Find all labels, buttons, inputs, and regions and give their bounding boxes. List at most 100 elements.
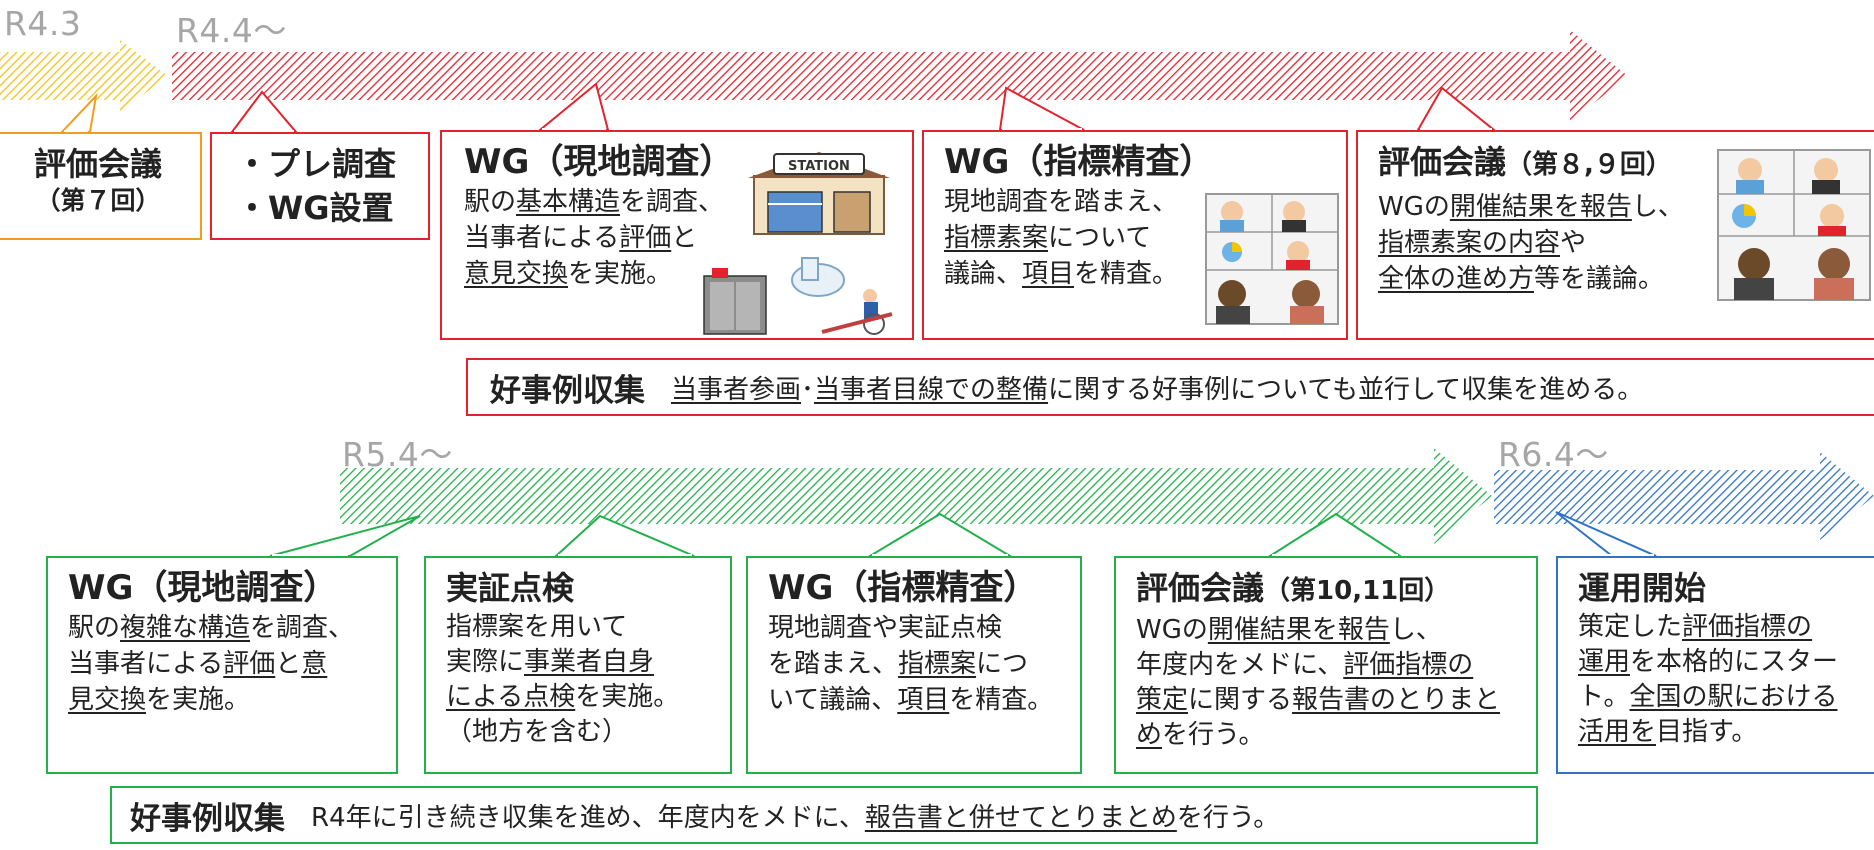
text: し、 bbox=[1631, 192, 1684, 222]
hyouka7-sub: （第７回） bbox=[35, 186, 161, 215]
hyouka7-title: 評価会議 bbox=[33, 145, 162, 183]
text: （地方を含む） bbox=[446, 717, 629, 747]
text-underlined: 意見交換 bbox=[464, 259, 569, 289]
text: を調査、 bbox=[620, 187, 725, 217]
text: を精査。 bbox=[949, 685, 1054, 715]
text: 実際に bbox=[446, 647, 525, 677]
text: につ bbox=[976, 649, 1029, 679]
elevator-toilet-wheelchair-illustration bbox=[703, 257, 893, 335]
box-wg-genchi-r5: WG（現地調査） 駅の複雑な構造を調査、 当事者による評価と意 見交換を実施。 bbox=[46, 556, 398, 774]
text-underlined: 策定 bbox=[1136, 685, 1189, 715]
wg-setup-line: ・WG設置 bbox=[236, 189, 394, 227]
box-hyouka-8-9: 評価会議（第８,９回） WGの開催結果を報告し、 指標素案の内容や 全体の進め方… bbox=[1356, 130, 1874, 340]
text-underlined: 運用 bbox=[1578, 647, 1631, 677]
text: を本格的にスター bbox=[1630, 647, 1839, 677]
station-sign: STATION bbox=[788, 159, 850, 174]
hyouka89-sub: （第８,９回） bbox=[1506, 150, 1672, 180]
text-underlined: 評価指標の bbox=[1682, 612, 1813, 642]
hyouka1011-sub: （第10,11回） bbox=[1264, 576, 1451, 606]
text-underlined: 報告書と併せてとりまとめ bbox=[864, 802, 1177, 833]
text: 現地調査や実証点検 bbox=[768, 613, 1003, 643]
text-underlined: 指標案 bbox=[898, 649, 977, 679]
box-wg-genchi-r4: WG（現地調査） 駅の基本構造を調査、 当事者による評価と 意見交換を実施。 S… bbox=[440, 130, 914, 340]
online-meeting-illustration bbox=[1205, 193, 1339, 325]
text: を行う。 bbox=[1176, 802, 1280, 833]
text: を実施。 bbox=[568, 259, 673, 289]
text-underlined: 全体の進め方 bbox=[1378, 264, 1535, 294]
text-underlined: 当事者目線での整備 bbox=[814, 374, 1049, 405]
text: 現地調査を踏まえ、 bbox=[944, 187, 1179, 217]
text: 駅の bbox=[464, 187, 517, 217]
box-unyou: 運用開始 策定した評価指標の 運用を本格的にスター ト。全国の駅における 活用を… bbox=[1556, 556, 1874, 774]
text-underlined: 当事者参画 bbox=[671, 374, 802, 405]
text-underlined: 基本構造 bbox=[516, 187, 621, 217]
label-r4-3: R4.3 bbox=[4, 4, 82, 43]
text-underlined: 指標素案の内容 bbox=[1378, 228, 1561, 258]
box-wg-shihyou-r4: WG（指標精査） 現地調査を踏まえ、 指標素案について 議論、項目を精査。 bbox=[922, 130, 1348, 340]
text-underlined: 開催結果を報告 bbox=[1449, 192, 1632, 222]
text-underlined: 複雑な構造 bbox=[120, 613, 251, 643]
text-underlined: 事業者自身 bbox=[524, 647, 655, 677]
text: 年度内をメドに、 bbox=[1136, 650, 1344, 680]
text-underlined: 評価指標の bbox=[1343, 650, 1474, 680]
label-r5-4: R5.4～ bbox=[342, 435, 453, 474]
arrow-r5-4 bbox=[340, 448, 1492, 544]
text-underlined: 項目 bbox=[897, 685, 950, 715]
banner-good-practice-r4: 好事例収集 当事者参画･当事者目線での整備に関する好事例についても並行して収集を… bbox=[466, 358, 1874, 416]
text: WGの bbox=[1136, 615, 1208, 645]
box-hyouka-7: 評価会議 （第７回） bbox=[0, 132, 202, 240]
text: に関する bbox=[1188, 685, 1293, 715]
text-underlined: 見交換 bbox=[68, 685, 147, 715]
hyouka1011-title: 評価会議 bbox=[1136, 569, 1265, 607]
text: 等を議論。 bbox=[1534, 264, 1665, 294]
banner1-title: 好事例収集 bbox=[490, 372, 645, 409]
text: を踏まえ、 bbox=[768, 649, 899, 679]
text-underlined: 項目 bbox=[1022, 259, 1075, 289]
text-underlined: 評価 bbox=[619, 223, 672, 253]
text-underlined: 開催結果を報告 bbox=[1207, 615, 1390, 645]
text: 指標案を用いて bbox=[446, 612, 628, 642]
text: と bbox=[671, 223, 698, 253]
text-underlined: 指標素案 bbox=[944, 223, 1049, 253]
text: と bbox=[275, 649, 302, 679]
hyouka89-title: 評価会議 bbox=[1378, 143, 1507, 181]
wg-shihyou-r5-title: WG（指標精査） bbox=[768, 568, 1038, 608]
text: を実施。 bbox=[146, 685, 251, 715]
banner-good-practice-r5: 好事例収集 R4年に引き続き収集を進め、年度内をメドに、報告書と併せてとりまとめ… bbox=[110, 786, 1538, 844]
text: や bbox=[1560, 228, 1587, 258]
pointer-hyouka7 bbox=[59, 92, 98, 133]
arrow-r4-3 bbox=[0, 40, 168, 112]
text: について bbox=[1048, 223, 1152, 253]
arrow-r6-4 bbox=[1494, 452, 1874, 540]
box-pre-survey: ・プレ調査 ・WG設置 bbox=[210, 132, 430, 240]
text: いて議論、 bbox=[768, 685, 898, 715]
text: を調査、 bbox=[250, 613, 355, 643]
box-hyouka-10-11: 評価会議（第10,11回） WGの開催結果を報告し、 年度内をメドに、評価指標の… bbox=[1114, 556, 1538, 774]
text-underlined: 活用を bbox=[1578, 717, 1657, 747]
text: を行う。 bbox=[1162, 720, 1265, 750]
text-underlined: 報告書のとりまと bbox=[1292, 685, 1501, 715]
label-r4-4: R4.4～ bbox=[176, 11, 287, 50]
text: 駅の bbox=[68, 613, 121, 643]
jisshou-title: 実証点検 bbox=[446, 569, 575, 607]
box-wg-shihyou-r5: WG（指標精査） 現地調査や実証点検 を踏まえ、指標案につ いて議論、項目を精査… bbox=[746, 556, 1082, 774]
meeting-screen-illustration bbox=[1717, 149, 1871, 301]
text-underlined: 評価 bbox=[223, 649, 276, 679]
text: 当事者による bbox=[464, 223, 620, 253]
station-illustration: STATION bbox=[748, 152, 890, 235]
label-r6-4: R6.4～ bbox=[1498, 435, 1609, 474]
wg-genchi-r5-title: WG（現地調査） bbox=[68, 568, 338, 608]
text: を実施。 bbox=[575, 682, 680, 712]
wg-shihyou-r4-title: WG（指標精査） bbox=[944, 142, 1214, 182]
text-underlined: 全国の駅における bbox=[1629, 682, 1838, 712]
text: 目指す。 bbox=[1656, 717, 1758, 747]
text: に関する好事例についても並行して収集を進める。 bbox=[1048, 374, 1644, 405]
text: し、 bbox=[1389, 615, 1442, 645]
unyou-title: 運用開始 bbox=[1578, 569, 1707, 607]
text: WGの bbox=[1378, 192, 1450, 222]
text: ･ bbox=[801, 374, 815, 405]
text-underlined: 意 bbox=[301, 649, 328, 679]
text: R4年に引き続き収集を進め、年度内をメドに、 bbox=[311, 802, 865, 833]
text: ト。 bbox=[1578, 682, 1630, 712]
